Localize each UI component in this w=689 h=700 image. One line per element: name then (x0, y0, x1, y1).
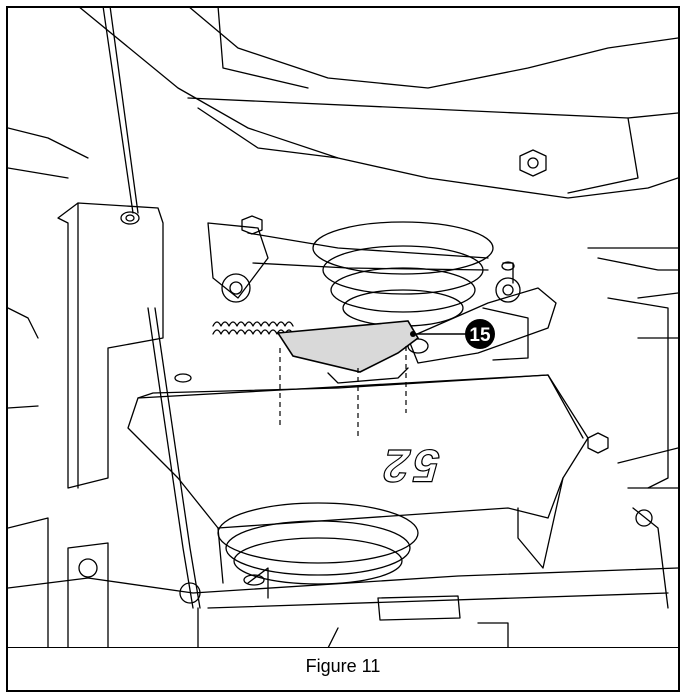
deck-size-marking: 52 (374, 440, 444, 491)
alignment-guides (279, 346, 407, 440)
highlighted-plate (276, 320, 420, 373)
mower-deck-illustration: 52 15 (8, 8, 678, 648)
figure-caption: Figure 11 (305, 656, 381, 676)
figure-frame: 52 15 Figure 11 (6, 6, 680, 692)
callout-bubble (465, 319, 495, 349)
callout-number: 15 (469, 325, 491, 346)
